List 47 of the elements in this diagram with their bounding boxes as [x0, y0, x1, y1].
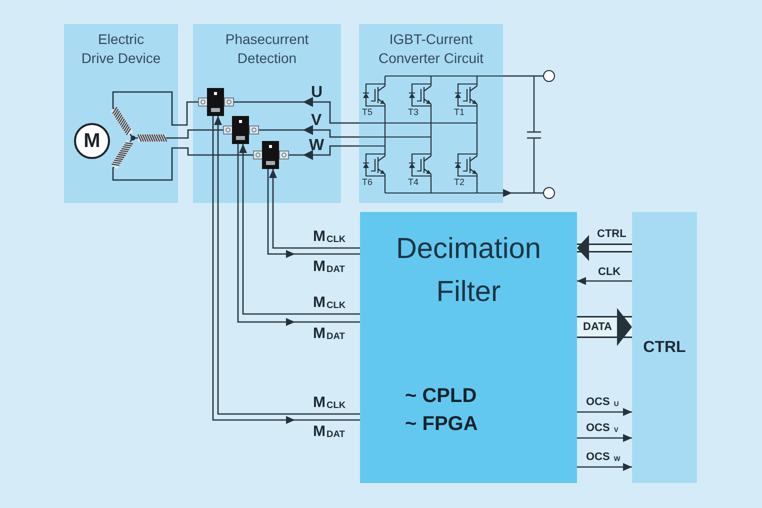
edge-label: W [309, 138, 324, 154]
edge-label: CLK [598, 267, 621, 278]
part-label: T6 [362, 178, 373, 187]
arrow [577, 463, 632, 471]
arrow [503, 189, 543, 197]
current-sensor-icon [253, 141, 289, 169]
wide-arrow [577, 308, 632, 346]
part-label: T1 [454, 108, 465, 117]
arrow [259, 125, 359, 138]
section-panel [64, 24, 178, 203]
edge-label: DATA [583, 322, 612, 333]
edge-label: U [311, 85, 323, 101]
block-title: Decimation Filter [394, 232, 542, 310]
connector-line [112, 147, 253, 181]
winding-icon [110, 104, 168, 172]
panel-title: Phasecurrent Detection [224, 30, 310, 68]
edge-label: V [311, 113, 322, 129]
panel-title: IGBT-Current Converter Circuit [377, 30, 485, 68]
arrow [577, 277, 632, 285]
section-panel [359, 24, 503, 203]
part-label: T5 [362, 108, 373, 117]
list-item: ~ FPGA [405, 412, 478, 436]
connector-line [168, 129, 223, 139]
arrow [577, 408, 632, 416]
part-label: T3 [408, 108, 419, 117]
arrow [577, 434, 632, 442]
terminal-icon [543, 187, 555, 199]
terminal-icon [543, 70, 555, 82]
current-sensor-icon [198, 88, 234, 116]
edge-label: OCS $_{U}$ [586, 397, 619, 409]
control-block: CTRL [632, 212, 697, 483]
motor-symbol: M [74, 123, 110, 159]
arrow [289, 145, 359, 160]
edge-label: OCS $_{V}$ [586, 423, 618, 435]
connector-line [503, 75, 543, 77]
edge-label: OCS $_{W}$ [586, 452, 620, 464]
filter-block [360, 212, 577, 483]
connector-line [112, 91, 198, 126]
part-label: T2 [454, 178, 465, 187]
wide-arrow [577, 235, 632, 261]
arrow [234, 97, 359, 124]
edge-label: CTRL [597, 229, 626, 240]
section-panel [193, 24, 341, 203]
current-sensor-icon [223, 116, 259, 144]
list-item: ~ CPLD [405, 384, 477, 408]
part-label: T4 [408, 178, 419, 187]
panel-title: Electric Drive Device [80, 30, 162, 68]
